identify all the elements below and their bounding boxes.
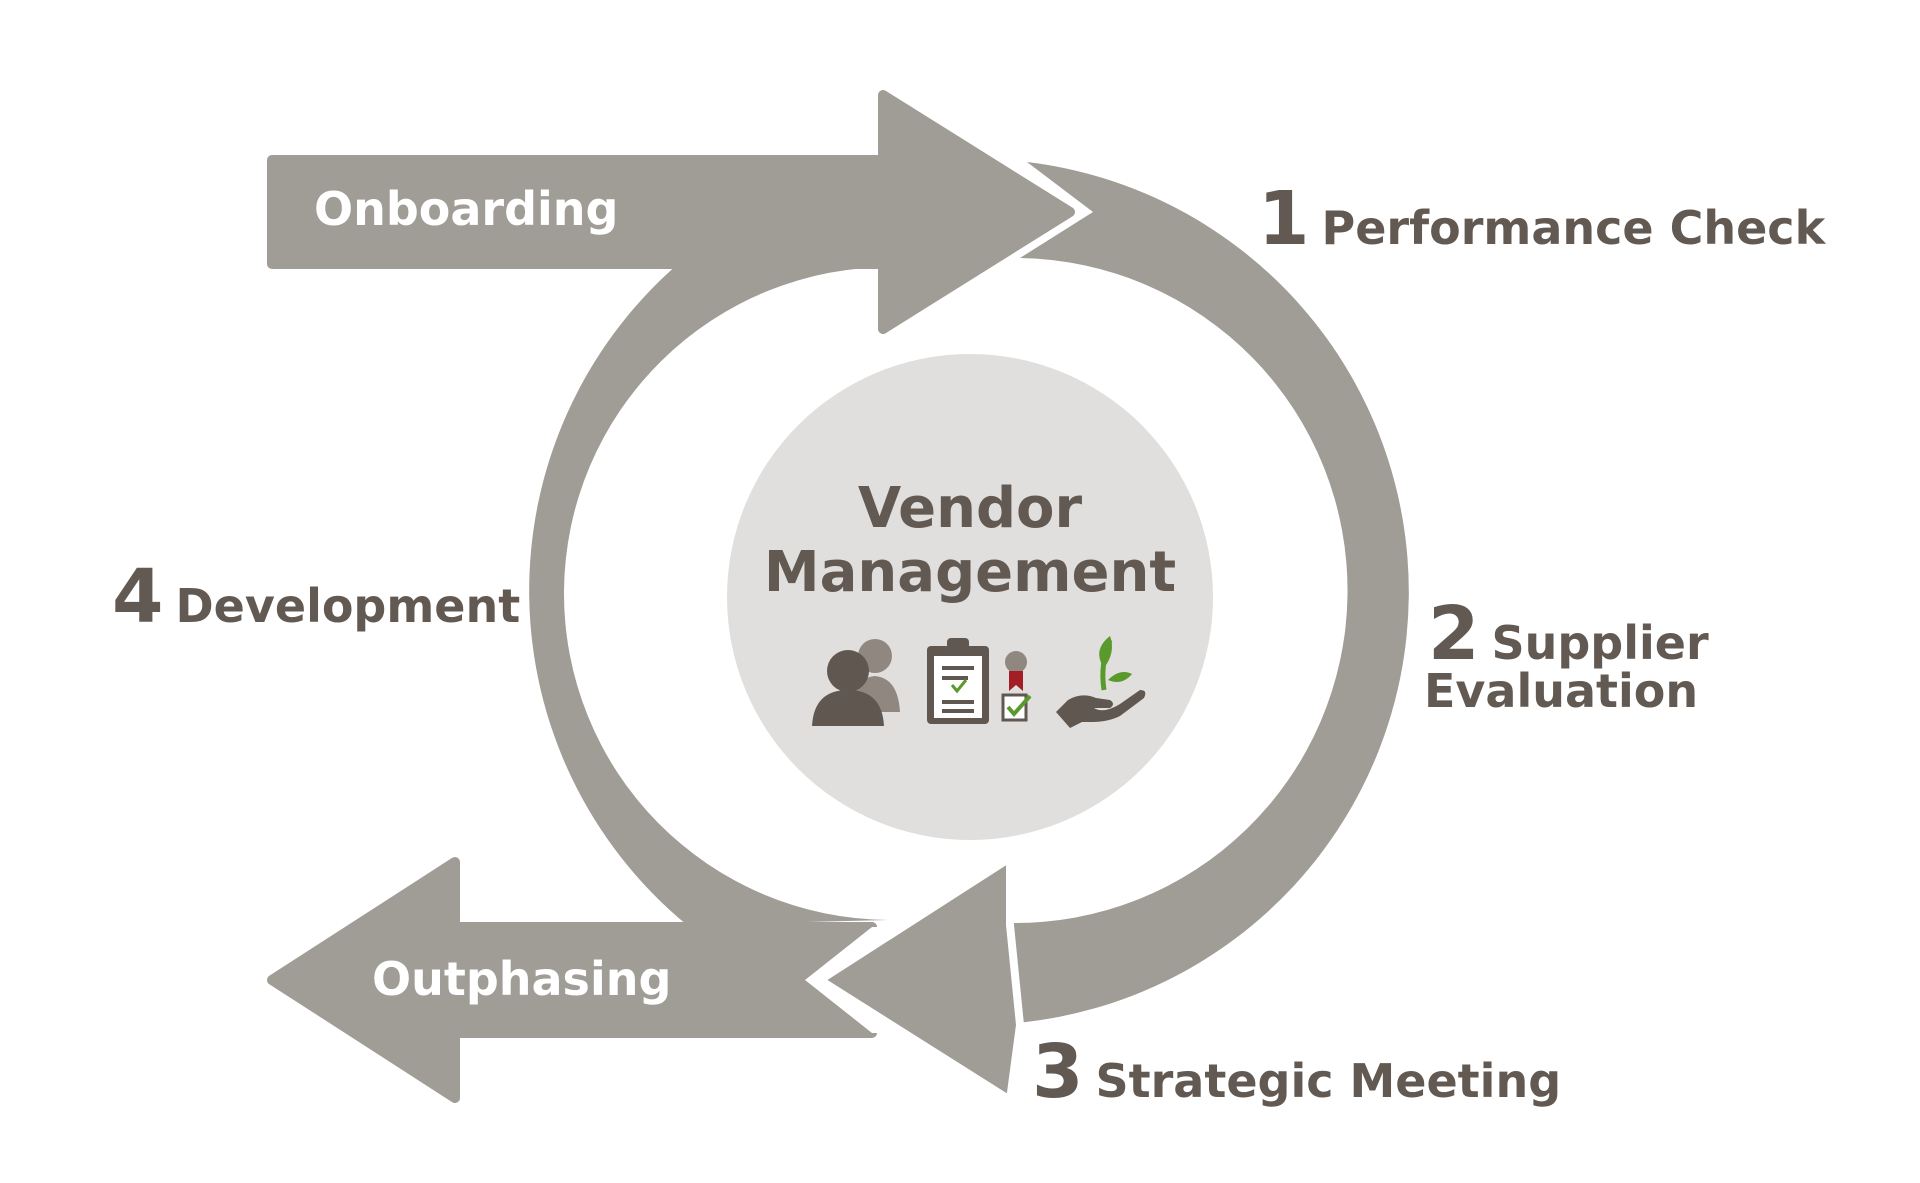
step-4-label: Development xyxy=(175,579,521,633)
cycle-right-arc xyxy=(1010,162,1409,1023)
outphasing-label: Outphasing xyxy=(372,952,672,1006)
step-2-number: 2 xyxy=(1428,591,1480,677)
award-checkbox-icon xyxy=(1001,651,1032,722)
step-3-number: 3 xyxy=(1032,1029,1084,1115)
center-title-line1: Vendor xyxy=(857,476,1083,541)
center-title-line2: Management xyxy=(763,540,1177,605)
cycle-arrow-head-bottom xyxy=(816,854,1024,1104)
clipboard-checklist-icon xyxy=(927,638,989,724)
step-1-number: 1 xyxy=(1258,176,1310,262)
cycle-ring xyxy=(529,162,1409,1023)
step-4-number: 4 xyxy=(112,554,164,640)
outphasing-arrow xyxy=(267,857,877,1103)
center-title: Vendor Management xyxy=(725,477,1215,605)
step-1-label: Performance Check xyxy=(1321,201,1826,255)
step-3-label: Strategic Meeting xyxy=(1095,1054,1562,1108)
step-2-second-line: Evaluation xyxy=(1424,668,1698,714)
onboarding-label: Onboarding xyxy=(314,182,619,236)
step-2-label-line1: Supplier xyxy=(1491,616,1709,670)
people-icon xyxy=(812,639,900,726)
hand-plant-icon xyxy=(1056,636,1146,728)
step-2-label-line2: Evaluation xyxy=(1424,664,1699,718)
onboarding-arrow xyxy=(267,90,1075,334)
